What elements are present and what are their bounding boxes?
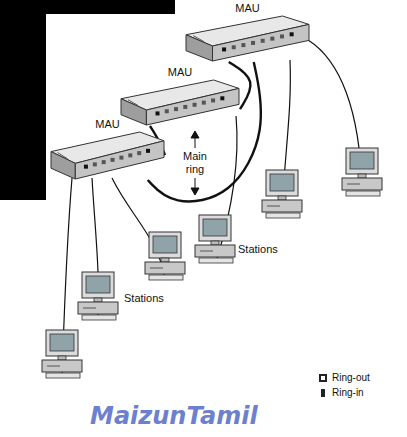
- hub-label: MAU: [50, 118, 165, 131]
- ring-out-symbol: [318, 373, 328, 383]
- station-cables: [62, 40, 362, 378]
- watermark: MaizunTamil: [90, 403, 310, 429]
- mau-hub: MAU: [185, 2, 310, 62]
- stations-label: Stations: [238, 243, 298, 256]
- station-computer: [78, 272, 118, 320]
- station-computer: [42, 330, 82, 378]
- mau-hub: MAU: [50, 118, 165, 180]
- station-computer: [145, 232, 185, 280]
- station-computer: [195, 215, 235, 263]
- mau-hub: MAU: [120, 66, 240, 126]
- ring-label: Main ring: [178, 150, 212, 176]
- legend-text: Ring-in: [332, 387, 364, 398]
- ring-in-symbol: [318, 388, 328, 398]
- hub-shape: [50, 131, 165, 180]
- black-margin: [0, 0, 46, 200]
- hub-label: MAU: [185, 2, 310, 15]
- hub-label: MAU: [120, 66, 240, 79]
- legend: Ring-outRing-in: [318, 370, 370, 400]
- hub-shape: [120, 79, 240, 126]
- station-computer: [342, 148, 382, 196]
- stations-label: Stations: [124, 292, 184, 305]
- station-computer: [262, 170, 302, 218]
- legend-entry: Ring-out: [318, 370, 370, 385]
- legend-entry: Ring-in: [318, 385, 370, 400]
- hub-shape: [185, 15, 310, 62]
- legend-text: Ring-out: [332, 372, 370, 383]
